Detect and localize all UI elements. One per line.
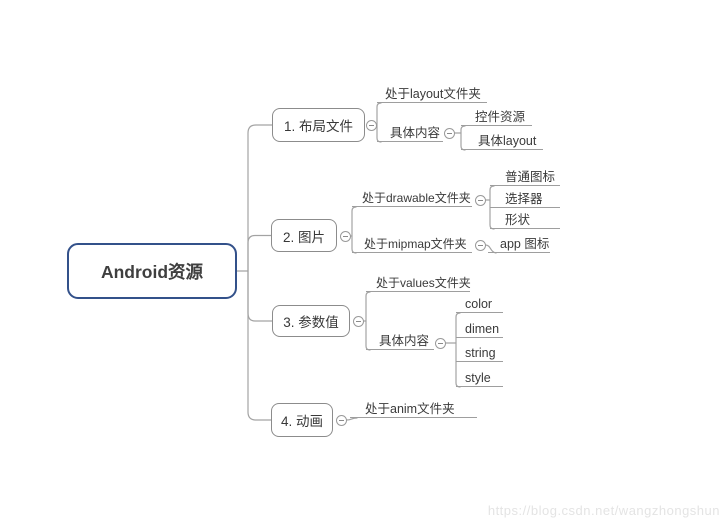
collapse-icon[interactable] xyxy=(443,127,455,139)
topic-shape[interactable]: 形状 xyxy=(490,212,560,229)
collapse-icon[interactable] xyxy=(474,194,486,206)
minus-glyph xyxy=(338,419,344,421)
topic-selector[interactable]: 选择器 xyxy=(490,191,560,208)
connector xyxy=(345,417,358,421)
minus-glyph xyxy=(368,124,374,126)
minus-glyph xyxy=(477,199,483,201)
topic-mipmap-folder[interactable]: 处于mipmap文件夹 xyxy=(352,236,472,253)
collapse-icon[interactable] xyxy=(352,315,364,327)
topic-string[interactable]: string xyxy=(456,345,503,362)
topic-app-icon[interactable]: app 图标 xyxy=(488,236,550,253)
topic-dimen[interactable]: dimen xyxy=(456,321,503,338)
topic-widget-resource[interactable]: 控件资源 xyxy=(461,109,532,126)
root-topic[interactable]: Android资源 xyxy=(67,243,237,299)
topic-concrete-layout[interactable]: 具体layout xyxy=(461,133,543,150)
branch-topic-values[interactable]: 3. 参数值 xyxy=(272,305,350,337)
collapse-icon[interactable] xyxy=(474,239,486,251)
topic-concrete-content[interactable]: 具体内容 xyxy=(366,333,434,350)
branch-topic-images[interactable]: 2. 图片 xyxy=(271,219,337,252)
topic-values-folder[interactable]: 处于values文件夹 xyxy=(366,275,471,292)
connector xyxy=(247,124,273,272)
branch-topic-animation[interactable]: 4. 动画 xyxy=(271,403,333,437)
connector xyxy=(247,234,272,272)
topic-drawable-folder[interactable]: 处于drawable文件夹 xyxy=(352,190,472,207)
topic-style[interactable]: style xyxy=(456,370,503,387)
collapse-icon[interactable] xyxy=(365,119,377,131)
topic-layout-folder[interactable]: 处于layout文件夹 xyxy=(377,86,487,103)
collapse-icon[interactable] xyxy=(335,414,347,426)
topic-common-icon[interactable]: 普通图标 xyxy=(490,169,560,186)
connector xyxy=(247,270,272,421)
connector xyxy=(247,270,273,322)
collapse-icon[interactable] xyxy=(339,230,351,242)
branch-topic-layout-files[interactable]: 1. 布局文件 xyxy=(272,108,365,142)
topic-color[interactable]: color xyxy=(456,296,503,313)
minus-glyph xyxy=(342,235,348,237)
minus-glyph xyxy=(446,132,452,134)
watermark: https://blog.csdn.net/wangzhongshun xyxy=(487,503,720,518)
topic-concrete-content[interactable]: 具体内容 xyxy=(377,125,443,142)
minus-glyph xyxy=(355,320,361,322)
minus-glyph xyxy=(477,244,483,246)
collapse-icon[interactable] xyxy=(434,337,446,349)
minus-glyph xyxy=(437,342,443,344)
topic-anim-folder[interactable]: 处于anim文件夹 xyxy=(350,401,477,418)
